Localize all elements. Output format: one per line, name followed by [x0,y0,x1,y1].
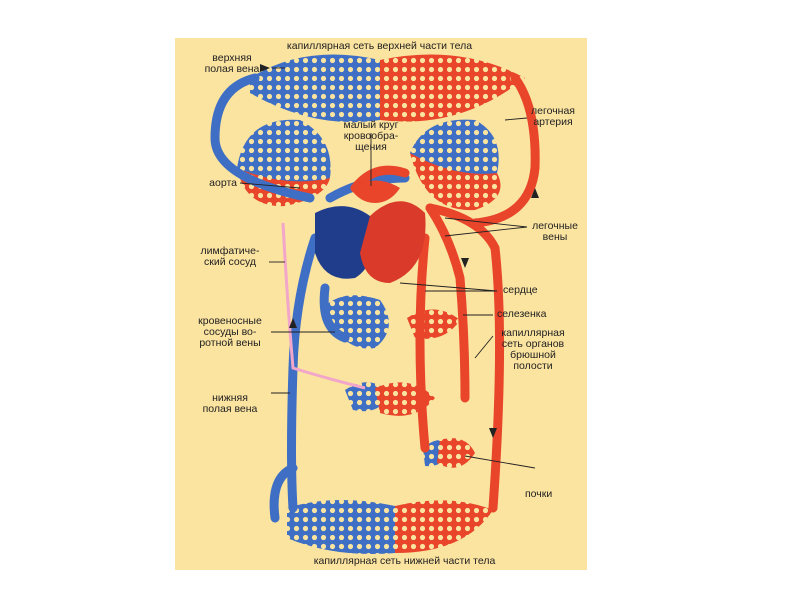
label-inferior-vena-cava-2: полая вена [190,404,270,415]
label-spleen: селезенка [497,309,546,320]
label-upper-capillary-network: капиллярная сеть верхней части тела [262,41,497,52]
upper-capillary-network [250,54,525,122]
label-lower-capillary-network: капиллярная сеть нижней части тела [287,556,522,567]
label-abdominal-network-4: полости [493,361,573,372]
label-superior-vena-cava-2: полая вена [192,64,272,75]
label-pulmonary-veins-2: вены [525,232,585,243]
lower-capillary-network [287,500,493,554]
label-heart: сердце [503,285,538,296]
label-pulmonary-circulation-3: щения [333,142,409,153]
label-portal-vein-3: ротной вены [190,338,270,349]
label-kidneys: почки [525,489,552,500]
right-lung-network [410,120,501,211]
label-pulmonary-artery-2: артерия [523,117,583,128]
label-lymphatic-vessel-2: ский сосуд [190,257,270,268]
kidney-network [423,438,475,468]
label-aorta: аорта [175,178,237,189]
diagram-panel: капиллярная сеть верхней части тела верх… [175,38,587,570]
